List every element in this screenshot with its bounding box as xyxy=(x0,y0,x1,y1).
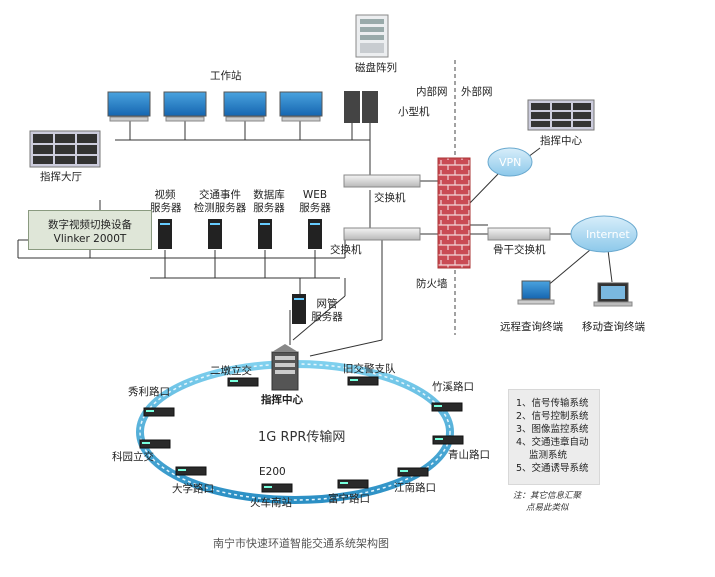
minicomputer-label: 小型机 xyxy=(398,106,430,118)
ring-node-device-icon xyxy=(347,376,379,386)
remote-terminal-label: 远程查询终端 xyxy=(500,321,563,333)
ring-node-label: 火车南站 xyxy=(250,497,292,509)
note-line: 点易此类似 xyxy=(526,503,569,513)
ring-node-device-icon xyxy=(432,435,464,445)
ring-node-led xyxy=(146,410,154,412)
database-server-label: 数据库服务器 xyxy=(253,189,285,214)
ring-node-device-icon xyxy=(175,466,207,476)
switch-top-label: 交换机 xyxy=(374,192,406,204)
server-icons xyxy=(158,219,322,324)
ring-node-label: 富宁路口 xyxy=(328,493,370,505)
nms-server-label: 网管服务器 xyxy=(311,298,343,323)
rpr-ring-inner xyxy=(139,363,451,501)
ring-node-label: 科园立交 xyxy=(112,451,154,463)
ring-node-device-icon xyxy=(227,377,259,387)
ring-node-led xyxy=(264,486,272,488)
connection-lines xyxy=(17,121,613,357)
ring-node-led xyxy=(340,482,348,484)
ring-node-led xyxy=(350,379,358,381)
internet-cloud-icon xyxy=(570,215,638,253)
legend-item: 1、信号传输系统 xyxy=(516,398,589,409)
firewall-icon xyxy=(437,157,471,269)
firewall-label: 防火墙 xyxy=(416,278,448,290)
ring-node-label: E200 xyxy=(259,466,286,478)
internet-label: Internet xyxy=(586,228,630,241)
switch-icons xyxy=(343,174,551,241)
ring-title: 1G RPR传输网 xyxy=(258,430,346,445)
ring-node-label: 竹溪路口 xyxy=(432,381,474,393)
ring-node-label: 秀利路口 xyxy=(128,386,170,398)
disk-array-label: 磁盘阵列 xyxy=(355,62,397,74)
ring-node-devices xyxy=(139,376,464,493)
ring-node-led xyxy=(230,380,238,382)
ring-node-device-icon xyxy=(337,479,369,489)
ring-node-device-icon xyxy=(143,407,175,417)
note-line: 注：其它信息汇聚 xyxy=(513,491,582,501)
disk-array-icon xyxy=(355,14,389,58)
internal-zone-label: 内部网 xyxy=(416,86,448,98)
ring-node-device-icon xyxy=(139,439,171,449)
traffic-event-server-label: 交通事件检测服务器 xyxy=(193,189,247,214)
video-server-label: 视频服务器 xyxy=(150,189,182,214)
remote-video-wall-icon xyxy=(527,99,595,131)
legend-item: 监测系统 xyxy=(529,450,568,461)
ring-node-device-icon xyxy=(397,467,429,477)
video-switch-model: Vlinker 2000T xyxy=(53,233,127,245)
workstation-icons xyxy=(107,91,323,122)
remote-terminal-icon xyxy=(517,280,555,305)
ring-node-led xyxy=(434,405,442,407)
external-zone-label: 外部网 xyxy=(461,86,493,98)
ring-node-device-icon xyxy=(261,483,293,493)
ring-node-label: 旧交警支队 xyxy=(343,363,396,375)
ring-node-label: 二墩立交 xyxy=(210,365,252,377)
vpn-cloud-icon xyxy=(487,147,533,177)
ring-node-device-icon xyxy=(431,402,463,412)
video-switch-box: 数字视频切换设备 Vlinker 2000T xyxy=(28,210,152,250)
legend-item: 3、图像监控系统 xyxy=(516,424,589,435)
backbone-switch-label: 骨干交换机 xyxy=(493,244,546,256)
minicomputer-icon xyxy=(344,91,378,123)
workstations-label: 工作站 xyxy=(210,70,242,82)
mobile-terminal-icon xyxy=(593,282,633,307)
vpn-label: VPN xyxy=(499,156,522,169)
core-command-center-label: 指挥中心 xyxy=(261,394,303,406)
diagram-caption: 南宁市快速环道智能交通系统架构图 xyxy=(213,537,389,550)
ring-node-label: 青山路口 xyxy=(448,449,490,461)
ring-node-led xyxy=(400,470,408,472)
core-router-icon xyxy=(271,344,299,391)
ring-node-led xyxy=(142,442,150,444)
ring-node-led xyxy=(435,438,443,440)
command-hall-label: 指挥大厅 xyxy=(40,171,82,183)
ring-node-label: 江南路口 xyxy=(394,482,436,494)
remote-command-center-label: 指挥中心 xyxy=(540,135,582,147)
switch-main-label: 交换机 xyxy=(330,244,362,256)
legend-item: 5、交通诱导系统 xyxy=(516,463,589,474)
legend-item: 2、信号控制系统 xyxy=(516,411,589,422)
systems-legend: 1、信号传输系统 2、信号控制系统 3、图像监控系统 4、交通违章自动 监测系统… xyxy=(508,389,600,485)
mobile-terminal-label: 移动查询终端 xyxy=(582,321,645,333)
ring-node-led xyxy=(178,469,186,471)
video-wall-icon xyxy=(29,130,101,168)
ring-node-label: 大学路口 xyxy=(172,483,214,495)
video-switch-name: 数字视频切换设备 xyxy=(48,219,132,231)
legend-item: 4、交通违章自动 xyxy=(516,437,589,448)
